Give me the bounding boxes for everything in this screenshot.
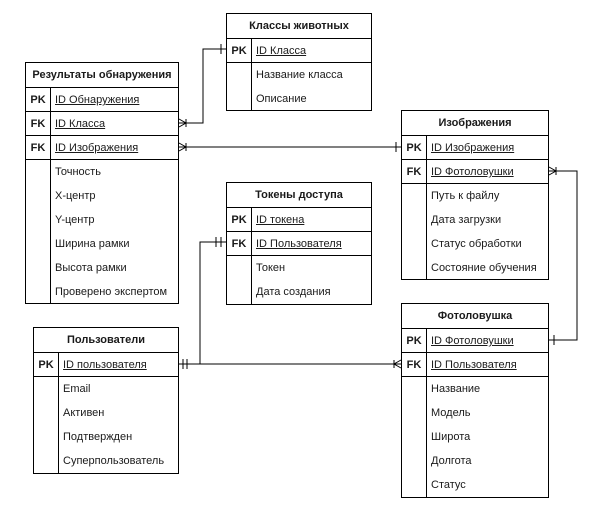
key-row: FK ID Фотоловушки [402, 160, 548, 184]
attribute-row: Высота рамки [55, 262, 127, 274]
attribute-row: Email [63, 383, 91, 395]
attribute-row: Y-центр [55, 214, 95, 226]
attribute-list: Email Активен Подтвержден Суперпользоват… [34, 377, 178, 473]
entity-title: Классы животных [227, 14, 371, 39]
attribute-row: Статус [431, 479, 466, 491]
attribute-row: Долгота [431, 455, 472, 467]
key-row: FK ID Пользователя [227, 232, 371, 256]
entity-title: Токены доступа [227, 183, 371, 208]
crowsfoot-detection-image [178, 142, 188, 152]
crowsfoot-trap-user [392, 359, 402, 369]
rel-token-user-line [179, 241, 226, 365]
attribute-list: Токен Дата создания [227, 256, 371, 304]
entity-users[interactable]: Пользователи PK ID пользователя Email Ак… [33, 327, 179, 474]
attribute-list: Название класса Описание [227, 63, 371, 111]
key-row: PK ID Класса [227, 39, 371, 63]
one-one-mark-token [215, 237, 222, 247]
attribute-row: Суперпользователь [63, 455, 165, 467]
attribute-row: Название [431, 383, 481, 395]
key-name: ID Класса [256, 45, 307, 57]
attribute-row: Дата создания [256, 286, 331, 298]
entity-title: Фотоловушка [402, 304, 548, 329]
key-row: PK ID Фотоловушки [402, 329, 548, 353]
entity-detection-results[interactable]: Результаты обнаружения PK ID Обнаружения… [25, 62, 179, 304]
attribute-row: Статус обработки [431, 238, 522, 250]
attribute-row: X-центр [55, 190, 96, 202]
attribute-row: Подтвержден [63, 431, 133, 443]
entity-animal-classes[interactable]: Классы животных PK ID Класса Название кл… [226, 13, 372, 111]
rel-image-trap-line [549, 170, 578, 341]
key-type: PK [227, 39, 252, 62]
entity-access-tokens[interactable]: Токены доступа PK ID токена FK ID Пользо… [226, 182, 372, 305]
key-row: FK ID Пользователя [402, 353, 548, 377]
attribute-row: Проверено экспертом [55, 286, 168, 298]
attribute-row: Активен [63, 407, 105, 419]
key-row: FK ID Изображения [26, 136, 178, 160]
key-row: PK ID Изображения [402, 136, 548, 160]
rel-detection-class-line [179, 48, 226, 124]
crowsfoot-image-trap [548, 166, 558, 176]
attribute-row: Модель [431, 407, 471, 419]
attribute-row: Широта [431, 431, 471, 443]
entity-title: Результаты обнаружения [26, 63, 178, 88]
attribute-row: Ширина рамки [55, 238, 130, 250]
attribute-row: Название класса [256, 69, 343, 81]
attribute-list: Точность X-центр Y-центр Ширина рамки Вы… [26, 160, 178, 304]
key-row: PK ID Обнаружения [26, 88, 178, 112]
entity-camera-traps[interactable]: Фотоловушка PK ID Фотоловушки FK ID Поль… [401, 303, 549, 498]
attribute-row: Точность [55, 166, 101, 178]
attribute-row: Описание [256, 93, 307, 105]
entity-images[interactable]: Изображения PK ID Изображения FK ID Фото… [401, 110, 549, 280]
attribute-list: Название Модель Широта Долгота Статус [402, 377, 548, 497]
entity-title: Изображения [402, 111, 548, 136]
crowsfoot-detection-class [178, 118, 188, 128]
key-row: PK ID токена [227, 208, 371, 232]
attribute-row: Дата загрузки [431, 214, 502, 226]
entity-title: Пользователи [34, 328, 178, 353]
key-row: FK ID Класса [26, 112, 178, 136]
attribute-row: Состояние обучения [431, 262, 537, 274]
key-row: PK ID пользователя [34, 353, 178, 377]
attribute-row: Путь к файлу [431, 190, 500, 202]
attribute-list: Путь к файлу Дата загрузки Статус обрабо… [402, 184, 548, 280]
attribute-row: Токен [256, 262, 286, 274]
